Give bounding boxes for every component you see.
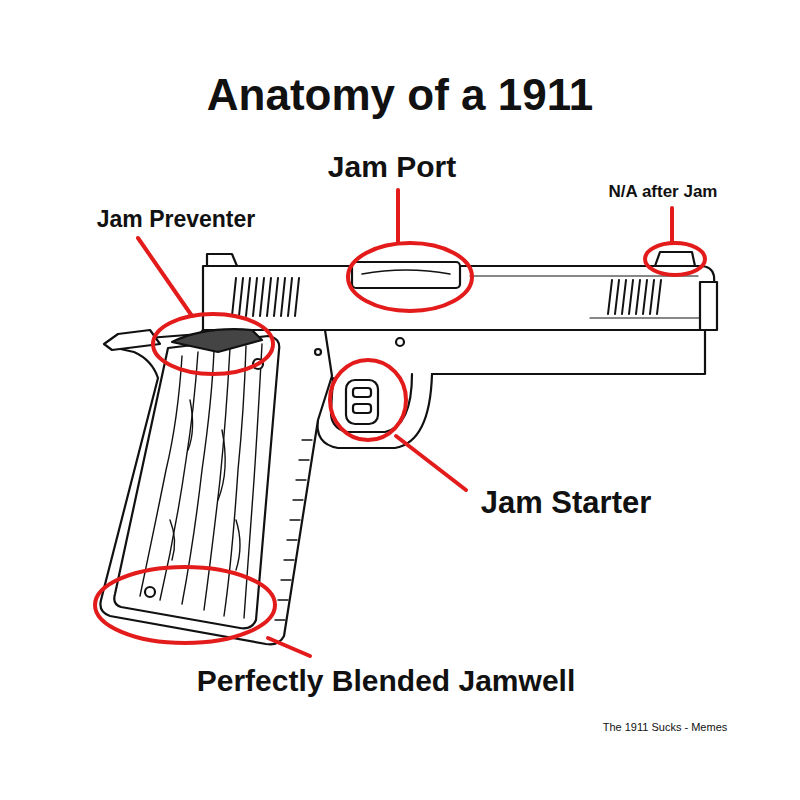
frame [325, 330, 705, 374]
trigger-slot [353, 404, 371, 413]
part-label: Perfectly Blended Jamwell [197, 664, 576, 697]
checkering [275, 440, 312, 620]
callout-circle [348, 243, 472, 311]
callout-circle [95, 567, 275, 643]
callout-circle [645, 243, 705, 275]
pin [315, 349, 321, 355]
barrel-bushing [700, 282, 717, 330]
leader-line [396, 436, 466, 490]
title-text: Anatomy of a 1911 [207, 71, 593, 119]
grip-screw [145, 587, 155, 597]
grip-panel [114, 336, 279, 628]
front-serrations [608, 280, 661, 314]
front-sight [655, 252, 695, 266]
leader-line [268, 638, 310, 656]
part-label: Jam Preventer [97, 207, 256, 232]
ejection-port-edge [362, 270, 450, 274]
rear-sight [207, 254, 237, 266]
part-label: Jam Starter [481, 486, 652, 520]
watermark: The 1911 Sucks - Memes [603, 721, 728, 733]
frame-grip [100, 330, 332, 644]
callout-circle [330, 360, 406, 440]
thumb-safety [172, 329, 262, 352]
part-label: Jam Port [328, 150, 456, 183]
leader-line [138, 238, 192, 316]
part-label: N/A after Jam [609, 183, 718, 202]
slide-line [590, 317, 700, 318]
trigger-slot [353, 388, 371, 397]
ejection-port [352, 262, 460, 288]
slide-stop-pin [396, 338, 404, 346]
leader-line [670, 208, 674, 243]
leader-line [396, 190, 400, 243]
trigger [346, 380, 378, 424]
rear-serrations [232, 278, 299, 316]
callout-circle [153, 314, 273, 374]
